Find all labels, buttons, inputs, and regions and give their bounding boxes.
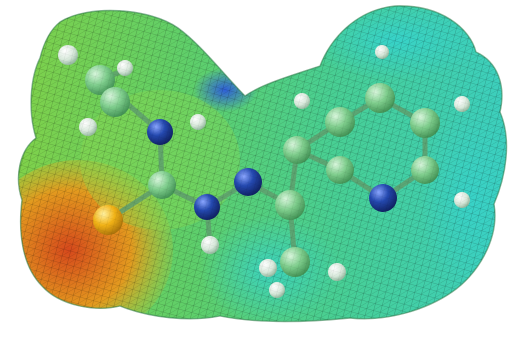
surface-mesh-overlay bbox=[18, 5, 507, 322]
molecule-surface-figure bbox=[17, 5, 508, 323]
